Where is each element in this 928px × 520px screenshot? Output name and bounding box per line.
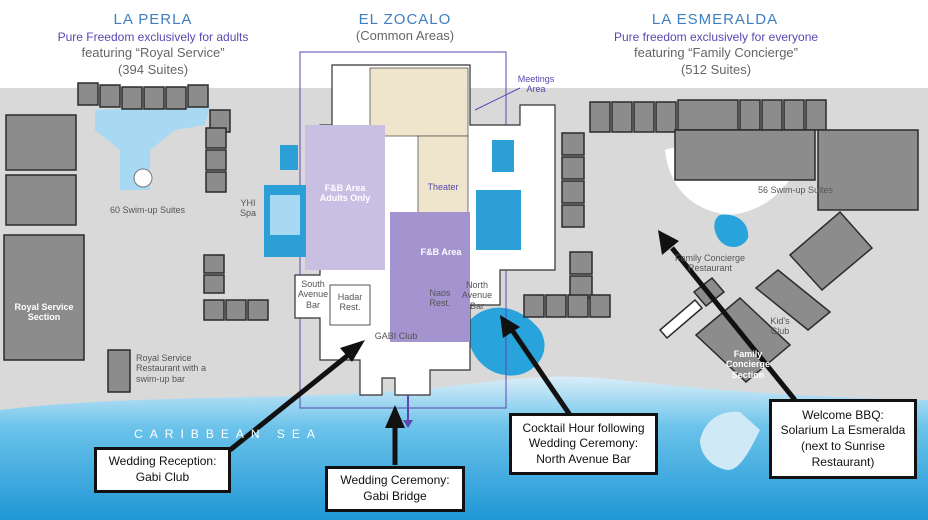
meetings-area-label: Meetings Area bbox=[517, 74, 555, 95]
theater-pool bbox=[476, 190, 521, 250]
la-perla-featuring: featuring “Royal Service” bbox=[81, 45, 225, 60]
la-esmeralda-title: LA ESMERALDA bbox=[651, 11, 779, 28]
la-perla-suites: (394 Suites) bbox=[117, 62, 189, 77]
fb-area bbox=[390, 212, 470, 342]
fb-area-label: F&B Area bbox=[420, 247, 462, 257]
callout-arrows bbox=[228, 230, 797, 465]
la-perla-buildings bbox=[3, 82, 269, 393]
south-avenue-bar-label: South Avenue Bar bbox=[297, 279, 329, 310]
wedding-ceremony-callout: Wedding Ceremony: Gabi Bridge bbox=[325, 466, 465, 512]
theater-block bbox=[417, 135, 469, 215]
la-perla-title: LA PERLA bbox=[113, 11, 193, 28]
la-esmeralda-subtitle: Pure freedom exclusively for everyone bbox=[613, 30, 819, 44]
meetings-pointer bbox=[474, 87, 521, 111]
fb-adults-label: F&B Area Adults Only bbox=[319, 183, 371, 204]
el-zocalo-subtitle: (Common Areas) bbox=[355, 28, 455, 43]
yhi-spa-label: YHI Spa bbox=[239, 198, 256, 219]
adults-fb-area bbox=[305, 125, 385, 270]
la-esmeralda-suites: (512 Suites) bbox=[680, 62, 752, 77]
family-concierge-restaurant-label: Family Concierge Restaurant bbox=[674, 253, 746, 274]
caribbean-sea-label: CARIBBEAN SEA bbox=[134, 427, 322, 441]
spa-pool-inner bbox=[270, 195, 300, 235]
cocktail-hour-callout: Cocktail Hour following Wedding Ceremony… bbox=[509, 413, 658, 475]
wedding-reception-callout: Wedding Reception: Gabi Club bbox=[94, 447, 231, 493]
la-esmeralda-buildings bbox=[523, 99, 919, 318]
pool-esmeralda-2 bbox=[714, 214, 749, 247]
gabi-club-label: GABI Club bbox=[374, 331, 418, 341]
theater-label: Theater bbox=[427, 182, 459, 192]
north-avenue-bar-label: North Avenue Bar bbox=[461, 280, 493, 311]
caribbean-sea-water bbox=[0, 376, 928, 520]
gabi-club-block bbox=[329, 284, 371, 326]
common-areas-block bbox=[369, 67, 469, 137]
el-zocalo-title: EL ZOCALO bbox=[358, 11, 452, 28]
pool-perla bbox=[95, 105, 210, 190]
kids-club-label: Kid's Club bbox=[770, 316, 790, 337]
welcome-bbq-callout: Welcome BBQ: Solarium La Esmeralda (next… bbox=[769, 399, 917, 479]
royal-service-section-label: Royal Service Section bbox=[14, 302, 74, 323]
swimup-56-label: 56 Swim-up Suites bbox=[757, 185, 834, 195]
lagoon-inlet bbox=[700, 411, 760, 470]
garden-2 bbox=[492, 140, 514, 172]
royal-service-restaurant-label: Royal Service Restaurant with a swim-up … bbox=[136, 353, 207, 384]
gabi-bridge-arrowhead bbox=[403, 420, 413, 428]
la-esmeralda-featuring: featuring “Family Concierge” bbox=[633, 45, 798, 60]
pool-perla-round bbox=[133, 168, 153, 188]
naos-label: Naos Rest. bbox=[429, 288, 451, 309]
garden-1 bbox=[280, 145, 298, 170]
la-perla-subtitle: Pure Freedom exclusively for adults bbox=[57, 30, 249, 44]
swimup-60-label: 60 Swim-up Suites bbox=[109, 205, 186, 215]
family-concierge-section-label: Family Concierge Section bbox=[725, 349, 770, 380]
hadar-label: Hadar Rest. bbox=[337, 292, 363, 313]
